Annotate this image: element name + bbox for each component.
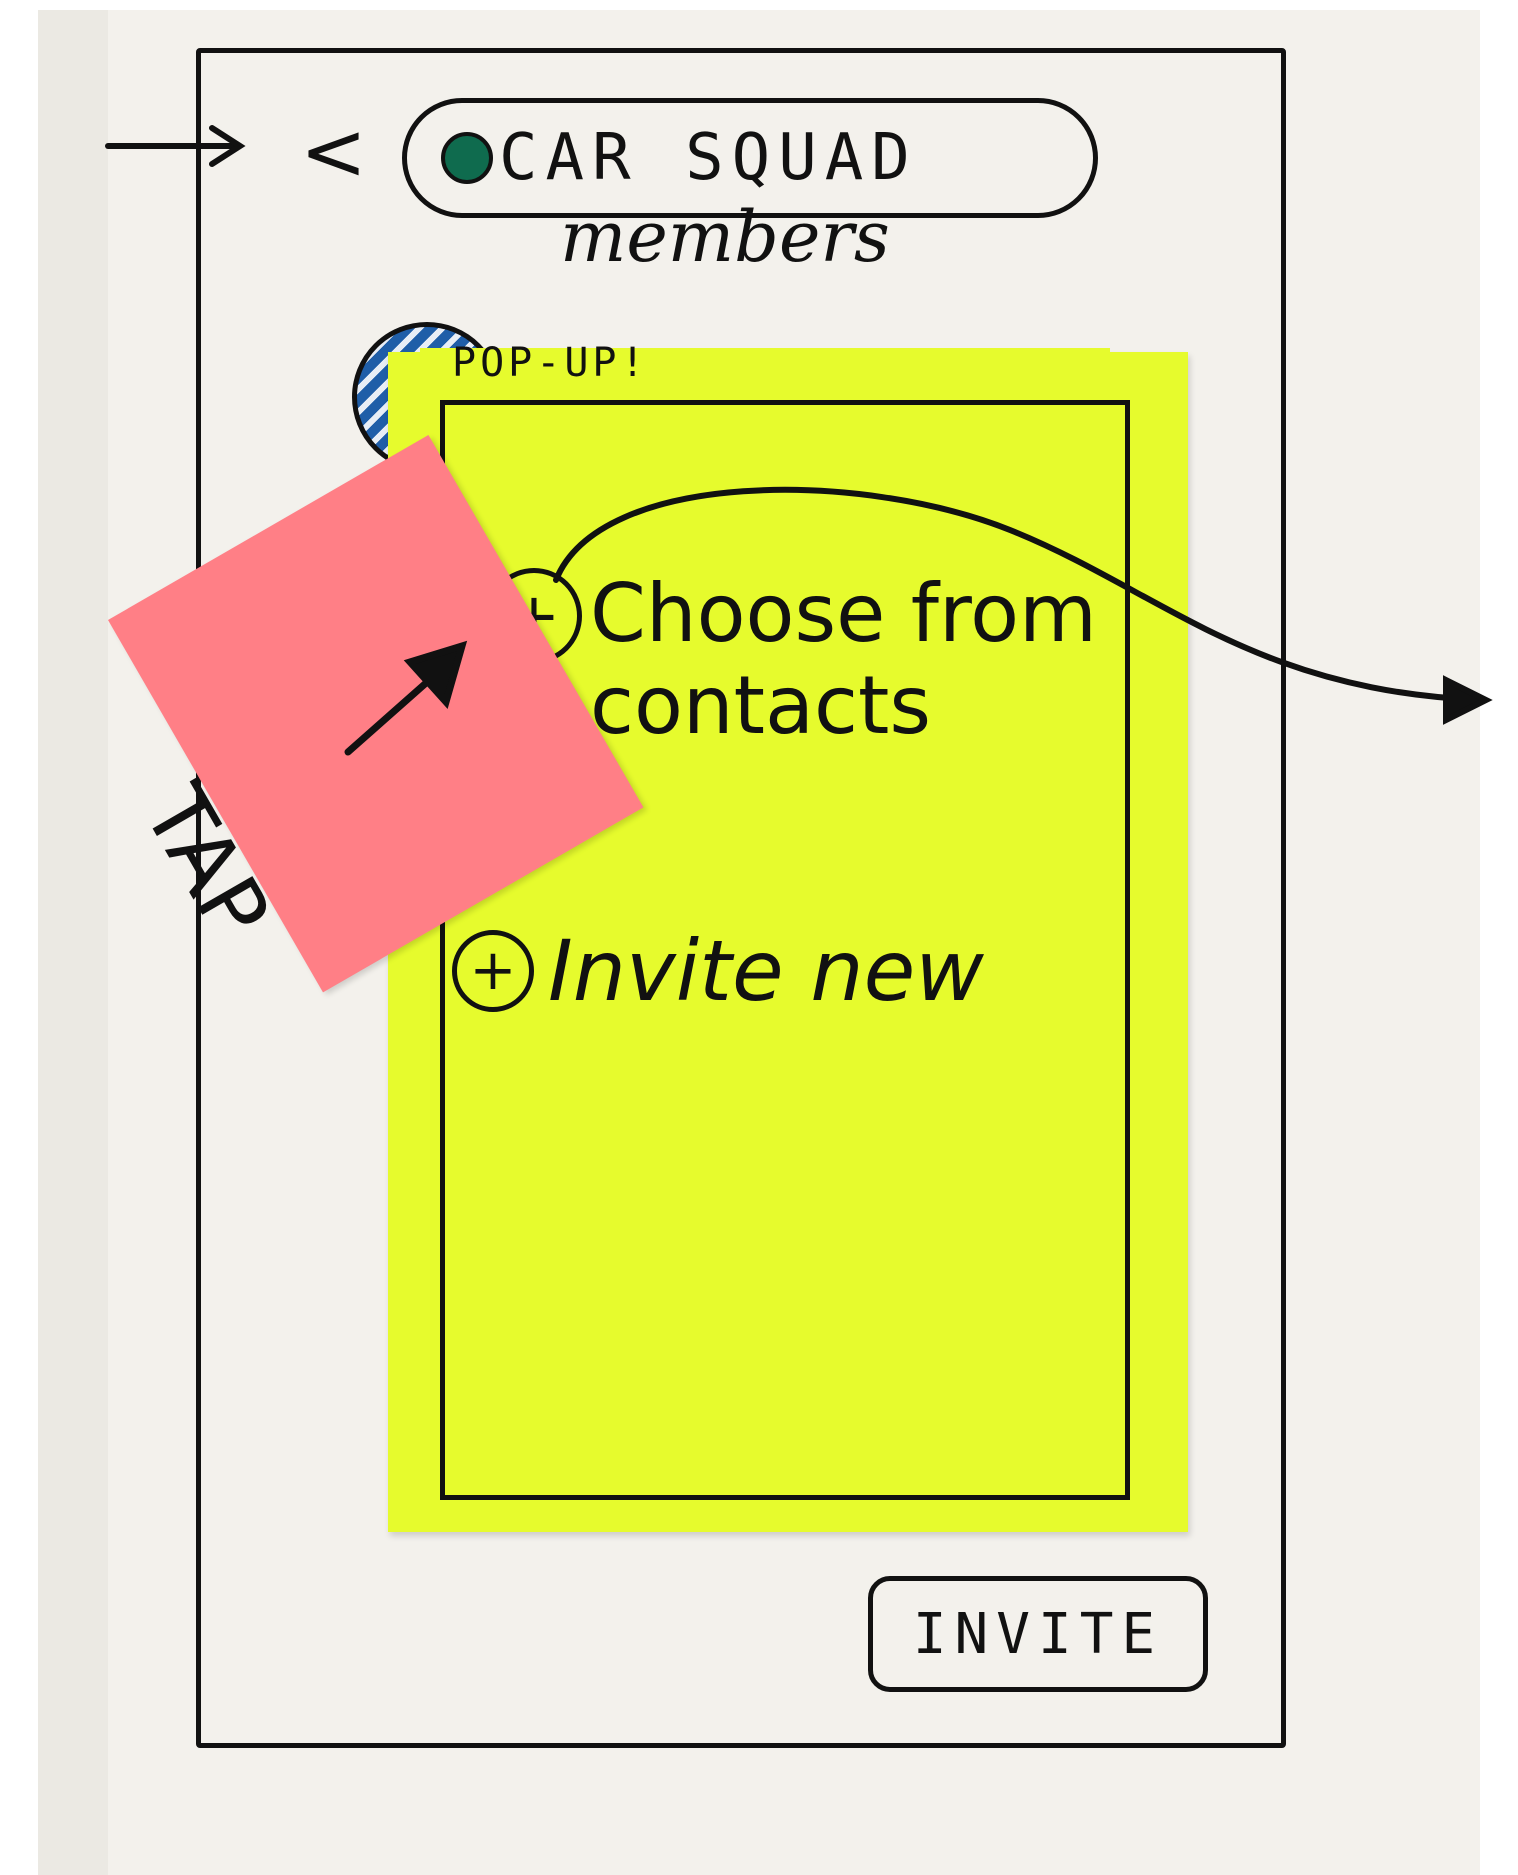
invite-button[interactable]: INVITE: [868, 1576, 1208, 1692]
invite-new-label: Invite new: [548, 922, 984, 1020]
plus-circle-icon: +: [452, 930, 534, 1012]
popup-label: POP-UP!: [452, 340, 649, 386]
invite-new-option[interactable]: + Invite new: [452, 922, 984, 1020]
back-icon[interactable]: <: [300, 105, 368, 198]
popup-window: [440, 400, 1130, 1500]
group-title-pill[interactable]: CAR SQUAD: [402, 98, 1098, 218]
choose-from-contacts-label: Choose from contacts: [590, 567, 1097, 752]
phone-frame: [196, 48, 1286, 1748]
page-subtitle: members: [560, 196, 890, 278]
group-status-dot: [441, 132, 493, 184]
group-title: CAR SQUAD: [499, 121, 918, 195]
popup-sticky-note-top: [420, 348, 1110, 408]
paper-edge: [38, 10, 108, 1875]
